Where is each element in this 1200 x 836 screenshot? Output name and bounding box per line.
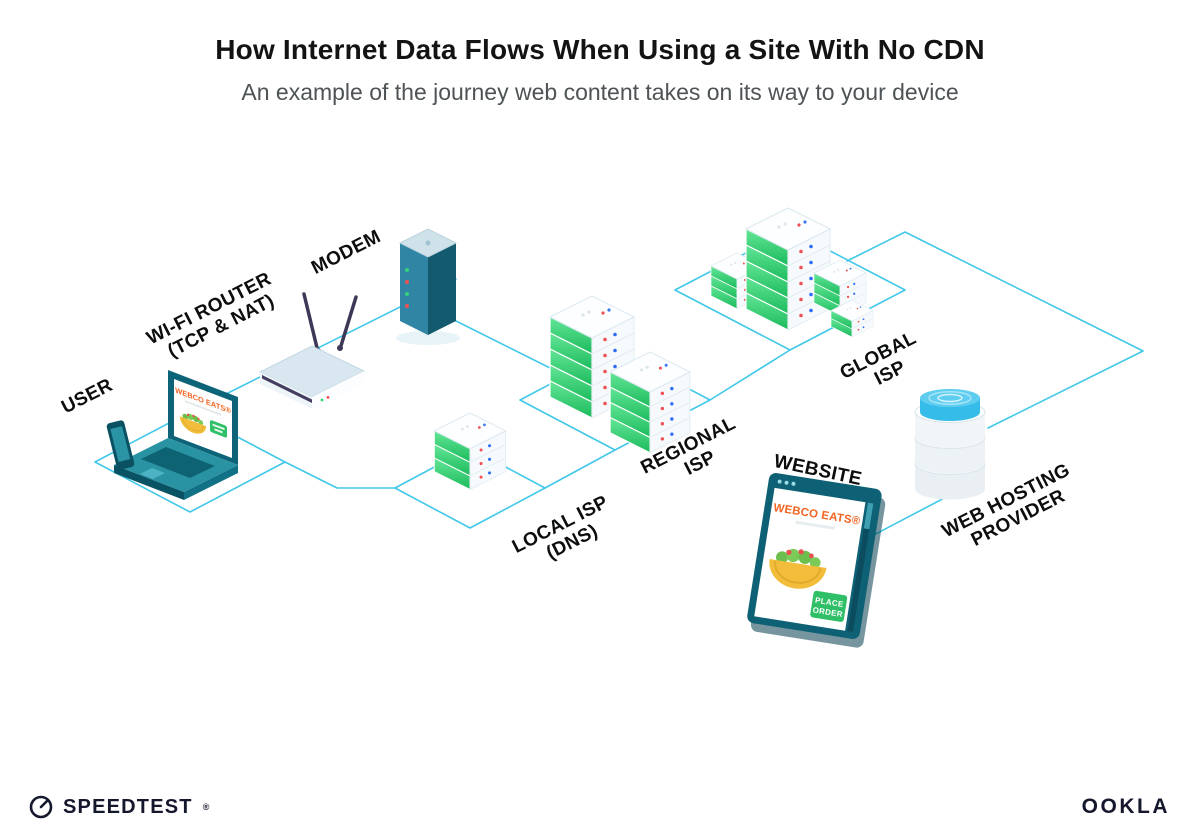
label-user: USER: [58, 375, 116, 418]
local-isp-servers: [433, 412, 507, 491]
footer: SPEEDTEST ® OOKLA: [28, 794, 1170, 820]
registered-mark: ®: [202, 802, 211, 812]
line-modem-regional: [455, 320, 563, 375]
line-regional-global: [709, 349, 791, 401]
ookla-logo: OOKLA: [1082, 795, 1170, 819]
line-global-hosting-loop: [846, 231, 1144, 429]
line-user-local: [284, 461, 396, 489]
website-browser: WEBCO EATS® PLACE ORDER: [747, 473, 886, 648]
line-hosting-website: [869, 494, 951, 538]
server-stack: [744, 207, 832, 331]
scrollbar: [847, 502, 874, 632]
header: How Internet Data Flows When Using a Sit…: [0, 34, 1200, 106]
line-local-regional: [544, 449, 616, 489]
global-isp-servers: [710, 207, 874, 338]
web-hosting-cylinders: [914, 389, 986, 500]
label-modem: MODEM: [308, 226, 384, 279]
speedtest-gauge-icon: [29, 795, 53, 819]
regional-isp-servers: [548, 295, 692, 454]
server-stack: [433, 412, 507, 491]
place-order-label-line1: PLACE: [814, 596, 844, 609]
antenna-left: [302, 292, 320, 354]
scrollbar-thumb: [863, 502, 874, 530]
speedtest-logo: SPEEDTEST ®: [28, 794, 211, 820]
label-local-isp: LOCAL ISP (DNS): [509, 489, 626, 576]
ookla-wordmark: OOKLA: [1081, 795, 1170, 818]
wifi-router-device: [258, 292, 366, 409]
page-title: How Internet Data Flows When Using a Sit…: [215, 34, 985, 65]
server-stack: [608, 351, 692, 454]
phone: [106, 420, 135, 470]
page-subtitle: An example of the journey web content ta…: [241, 79, 959, 105]
flow-lines: [94, 229, 1144, 538]
server-stack: [548, 295, 636, 419]
place-order-button: [810, 590, 848, 622]
user-laptop: WEBCO EATS®: [106, 370, 238, 500]
modem-device: [396, 228, 460, 345]
antenna-right: [338, 295, 358, 351]
speedtest-wordmark: SPEEDTEST: [63, 795, 193, 818]
server-stack: [830, 299, 874, 338]
label-wifi-router: WI-FI ROUTER (TCP & NAT): [143, 266, 289, 368]
